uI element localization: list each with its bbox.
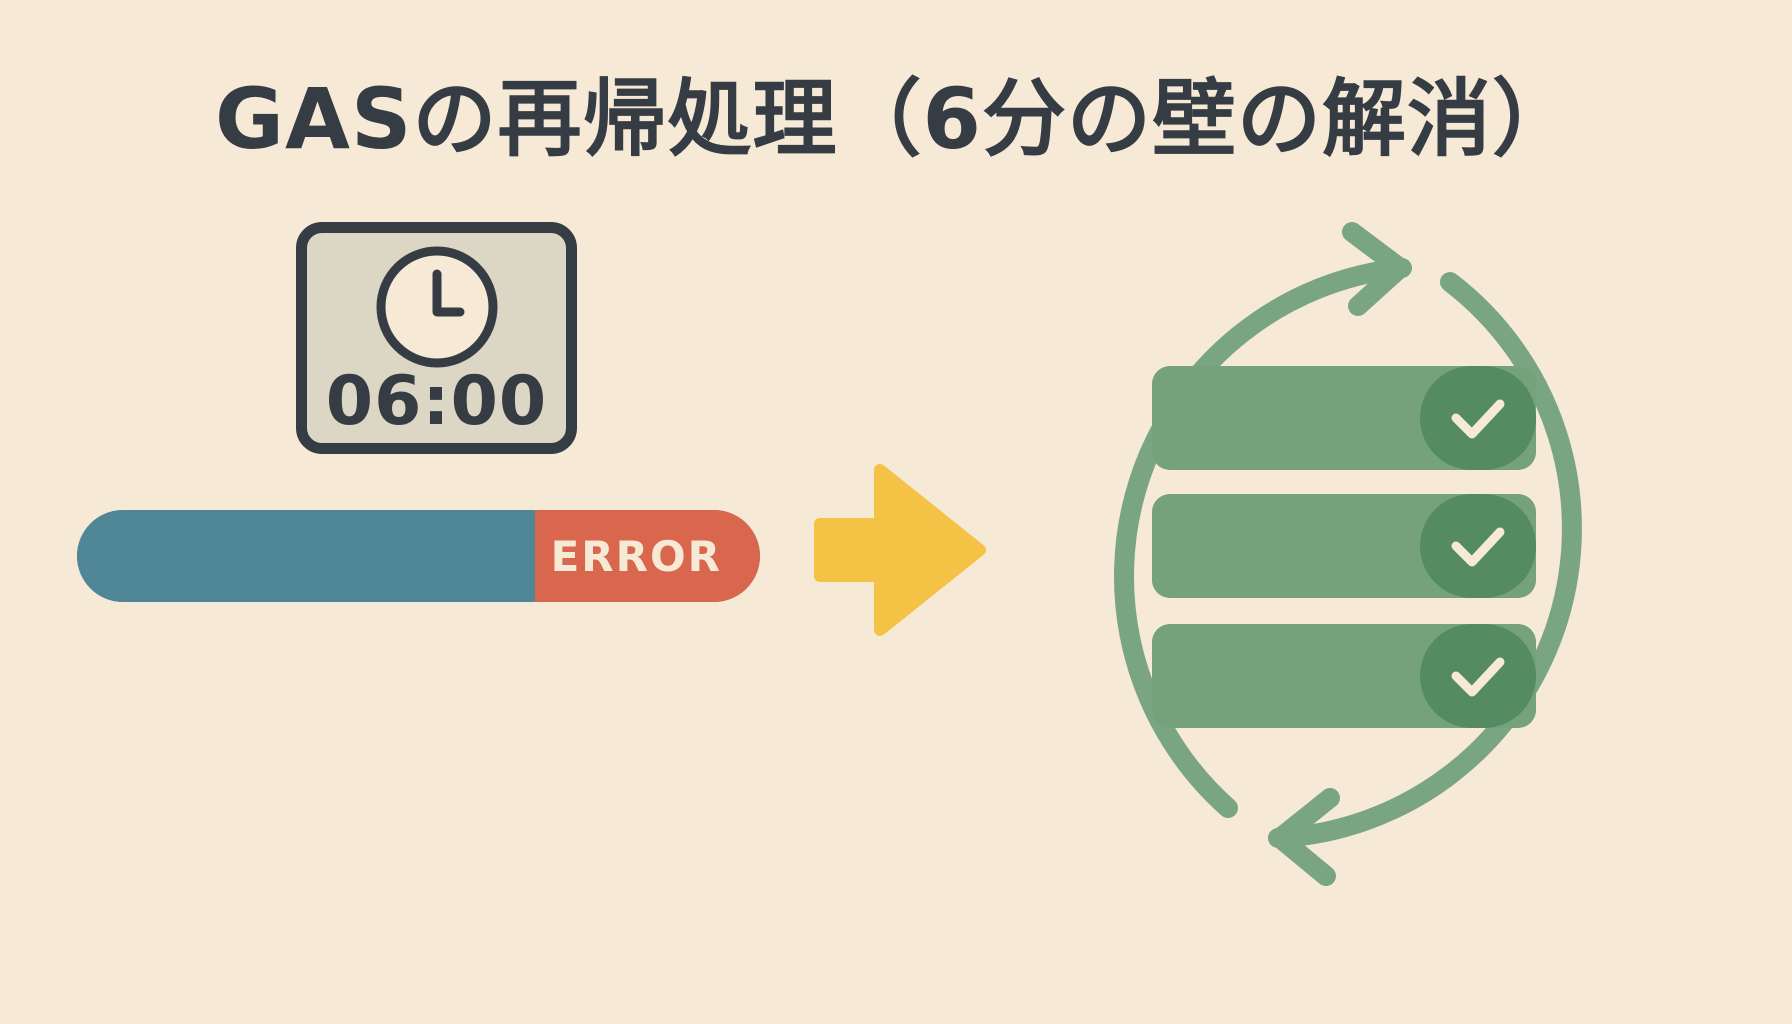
task-row bbox=[1152, 366, 1536, 470]
check-icon bbox=[1451, 399, 1505, 439]
check-icon bbox=[1451, 527, 1505, 567]
task-check-badge bbox=[1420, 494, 1536, 598]
progress-fill bbox=[77, 510, 535, 602]
task-row bbox=[1152, 624, 1536, 728]
task-check-badge bbox=[1420, 624, 1536, 728]
check-icon bbox=[1451, 657, 1505, 697]
error-badge: ERROR bbox=[534, 510, 760, 602]
progress-bar: ERROR bbox=[77, 510, 760, 602]
timer-time: 06:00 bbox=[325, 362, 548, 441]
page-title: GASの再帰処理（6分の壁の解消） bbox=[215, 70, 1577, 168]
arrow-right-icon bbox=[814, 464, 986, 636]
clock-icon bbox=[376, 246, 498, 368]
task-check-badge bbox=[1420, 366, 1536, 470]
task-row bbox=[1152, 494, 1536, 598]
